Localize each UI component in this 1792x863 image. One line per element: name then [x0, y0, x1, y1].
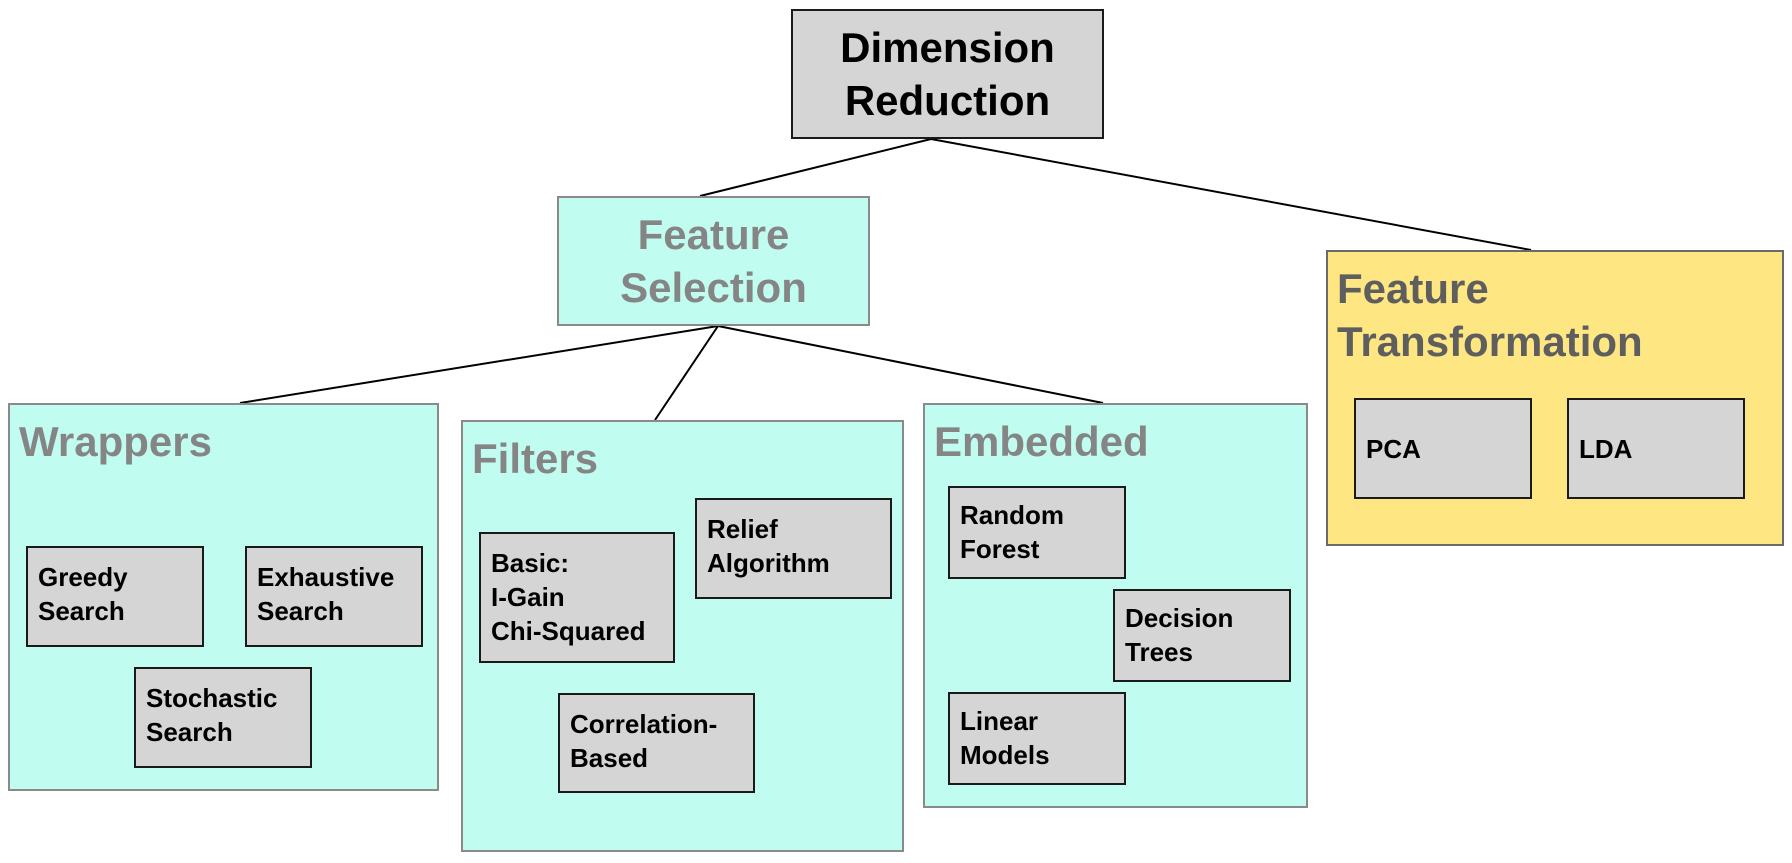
- node-lda: LDA: [1567, 398, 1745, 499]
- group-title-filters: Filters: [472, 435, 599, 482]
- node-correlation-based: Correlation- Based: [558, 693, 755, 793]
- group-title-embedded: Embedded: [934, 418, 1149, 465]
- edge-root-to-feature-transformation: [930, 138, 1532, 251]
- node-decision-trees: Decision Trees: [1113, 589, 1291, 682]
- edge-selection-to-wrappers: [239, 325, 719, 404]
- node-relief-algorithm: Relief Algorithm: [695, 498, 892, 599]
- node-dimension-reduction: Dimension Reduction: [791, 9, 1104, 139]
- edge-root-to-feature-selection: [699, 138, 932, 197]
- node-random-forest: Random Forest: [948, 486, 1126, 579]
- node-exhaustive-search: Exhaustive Search: [245, 546, 423, 647]
- node-stochastic-search: Stochastic Search: [134, 667, 312, 768]
- group-title-wrappers: Wrappers: [19, 418, 212, 465]
- edge-selection-to-embedded: [717, 325, 1104, 404]
- node-feature-selection: Feature Selection: [557, 196, 870, 326]
- edge-selection-to-filters: [654, 325, 719, 421]
- node-basic-igain-chisquared: Basic: I-Gain Chi-Squared: [479, 532, 675, 663]
- group-title-feature-transformation: Feature Transformation: [1337, 265, 1643, 365]
- node-greedy-search: Greedy Search: [26, 546, 204, 647]
- node-linear-models: Linear Models: [948, 692, 1126, 785]
- node-pca: PCA: [1354, 398, 1532, 499]
